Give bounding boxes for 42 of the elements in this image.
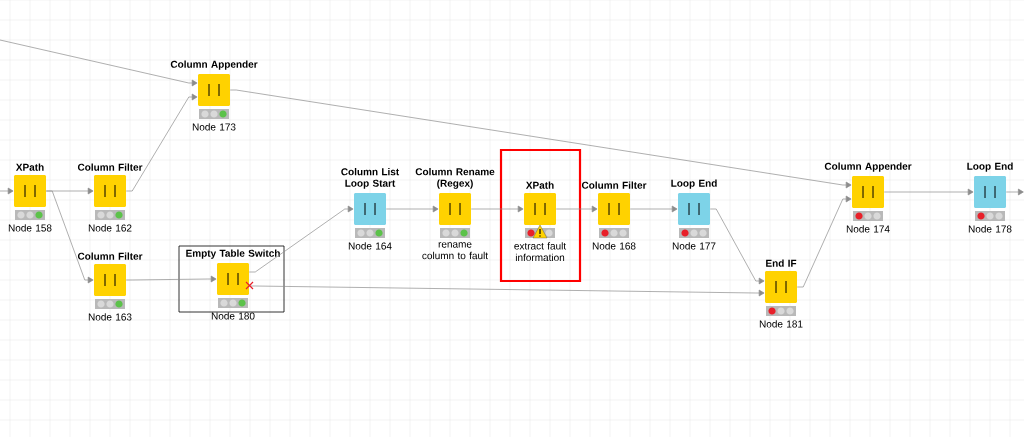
connector [0,187,14,195]
node-label: Node 168 [592,242,636,250]
node-label: Node 178 [968,225,1012,233]
connector [45,190,94,284]
node-label: Node 162 [88,224,132,232]
node-label: Node 174 [846,225,890,233]
connector [125,93,198,192]
node-title: Column Appender [170,60,258,70]
connector [229,89,852,189]
node-title: Empty Table Switch [186,249,280,259]
node-title: Column Rename (Regex) [415,167,495,189]
node-label: Node 173 [192,123,236,131]
node-label: Node 181 [759,320,803,328]
node-title: End IF [766,259,797,267]
node-title: Column Appender [824,162,912,172]
node-title: Loop End [967,162,1013,172]
connector [796,195,852,288]
connector [248,285,765,297]
connector [470,205,524,213]
node-label: Node 180 [211,312,255,320]
node-label: Node 164 [348,242,392,250]
node-title: XPath [15,163,44,171]
node-title: Column Filter [581,181,647,189]
node-title: XPath [525,181,554,189]
node-label: extract fault information [514,242,567,262]
connector [0,39,198,87]
node-title: Column List Loop Start [341,168,400,189]
connector [385,205,439,213]
connector [555,205,598,213]
connector [1005,188,1024,196]
node-title: Column Filter [77,252,143,260]
connector [248,205,354,273]
node-label: Node 177 [672,242,716,250]
connector [629,205,678,213]
connector [709,208,765,285]
node-title: Column Filter [77,163,143,171]
node-title: Loop End [671,179,717,189]
node-label: Node 158 [8,224,52,232]
connector [125,275,217,283]
node-label: Node 163 [88,313,132,321]
connector [883,188,974,196]
node-label: rename column to fault [422,242,488,260]
